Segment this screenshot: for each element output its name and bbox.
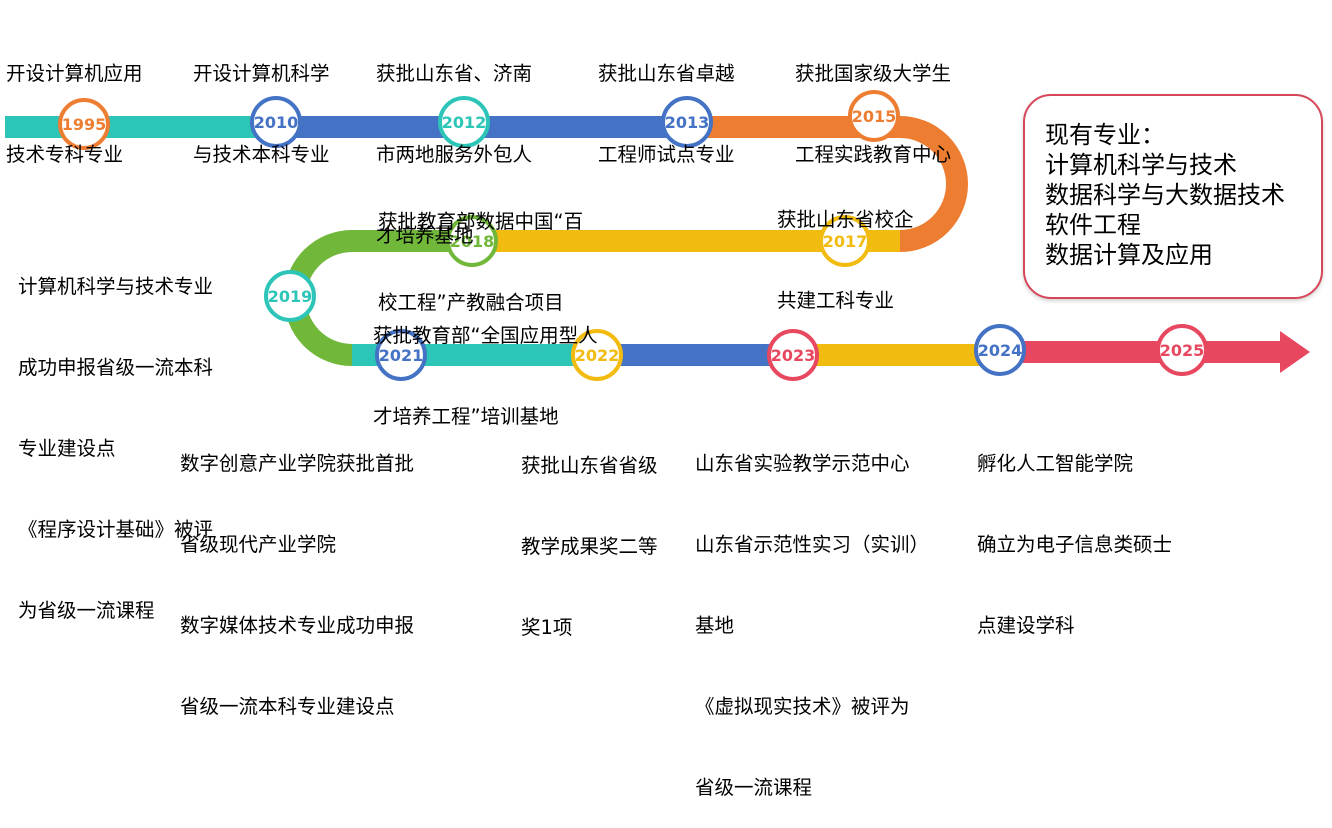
event-line: 基地 [695, 614, 735, 637]
event-line: 获批山东省、济南 [376, 62, 533, 85]
event-line: 获批山东省校企 [777, 208, 914, 231]
track-segment-orange-curve [688, 116, 968, 252]
arrow-head-icon [1280, 331, 1310, 373]
majors-title: 现有专业： [1045, 121, 1165, 149]
event-line: 校工程”产教融合项目 [378, 291, 564, 314]
event-line: 《虚拟现实技术》被评为 [695, 695, 910, 718]
event-line: 才培养工程”培训基地 [373, 405, 559, 428]
event-1995-text: 开设计算机应用 技术专科专业 [6, 6, 143, 195]
event-line: 计算机科学与技术专业 [18, 275, 214, 298]
event-line: 山东省实验教学示范中心 [695, 452, 910, 475]
event-2015-top-text: 获批国家级大学生 工程实践教育中心 [795, 6, 951, 195]
event-line: 确立为电子信息类硕士 [977, 533, 1173, 556]
event-line: 开设计算机科学 [193, 62, 330, 85]
year-2012-marker: 2012 [438, 96, 490, 148]
event-line: 专业建设点 [18, 437, 116, 460]
major-item: 计算机科学与技术 [1045, 151, 1237, 179]
event-line: 与技术本科专业 [193, 143, 330, 166]
event-line: 工程实践教育中心 [795, 143, 952, 166]
current-majors-box: 现有专业： 计算机科学与技术 数据科学与大数据技术 软件工程 数据计算及应用 [1023, 94, 1323, 299]
year-1995-marker: 1995 [58, 98, 110, 150]
event-line: 获批教育部数据中国“百 [378, 210, 584, 233]
event-line: 成功申报省级一流本科 [18, 356, 214, 379]
event-2023-text: 山东省实验教学示范中心 山东省示范性实习（实训） 基地 《虚拟现实技术》被评为 … [695, 396, 929, 828]
year-2022-marker: 2022 [571, 329, 623, 381]
event-2010-text: 开设计算机科学 与技术本科专业 [193, 6, 330, 195]
event-2024-text: 孵化人工智能学院 确立为电子信息类硕士 点建设学科 [977, 396, 1172, 666]
event-line: 获批国家级大学生 [795, 62, 952, 85]
year-2015-marker: 2015 [848, 90, 900, 142]
event-line: 奖1项 [521, 616, 573, 639]
event-2022-text: 获批山东省省级 教学成果奖二等 奖1项 [521, 398, 658, 668]
major-item: 软件工程 [1045, 211, 1141, 239]
event-2015-bottom-text: 获批山东省校企 共建工科专业 [777, 152, 914, 341]
year-2018-marker: 2018 [446, 215, 498, 267]
event-line: 获批山东省卓越 [598, 62, 735, 85]
event-line: 数字创意产业学院获批首批 [180, 452, 415, 475]
event-line: 才培养基地 [376, 224, 474, 247]
year-2023-marker: 2023 [767, 329, 819, 381]
major-item: 数据计算及应用 [1045, 241, 1213, 269]
event-line: 数字媒体技术专业成功申报 [180, 614, 415, 637]
year-2017-marker: 2017 [819, 215, 871, 267]
event-line: 开设计算机应用 [6, 62, 143, 85]
year-2010-marker: 2010 [250, 96, 302, 148]
event-line: 共建工科专业 [777, 289, 895, 312]
event-line: 点建设学科 [977, 614, 1075, 637]
event-line: 省级一流本科专业建设点 [180, 695, 395, 718]
year-2021-marker: 2021 [375, 329, 427, 381]
event-2013-text: 获批山东省卓越 工程师试点专业 [598, 6, 735, 195]
major-item: 数据科学与大数据技术 [1045, 181, 1285, 209]
event-line: 工程师试点专业 [598, 143, 735, 166]
year-2025-marker: 2025 [1156, 324, 1208, 376]
event-line: 获批山东省省级 [521, 454, 658, 477]
event-line: 孵化人工智能学院 [977, 452, 1134, 475]
year-2024-marker: 2024 [974, 324, 1026, 376]
event-line: 省级现代产业学院 [180, 533, 337, 556]
event-line: 教学成果奖二等 [521, 535, 658, 558]
event-line: 获批教育部“全国应用型人 [373, 324, 598, 347]
event-line: 山东省示范性实习（实训） [695, 533, 930, 556]
event-2018-text: 获批教育部“全国应用型人 才培养工程”培训基地 [373, 268, 598, 457]
event-2012-bottom-text: 获批教育部数据中国“百 校工程”产教融合项目 [378, 154, 583, 343]
year-2013-marker: 2013 [661, 96, 713, 148]
event-2012-top-text: 获批山东省、济南 市两地服务外包人 才培养基地 [376, 6, 532, 276]
event-2021-text: 数字创意产业学院获批首批 省级现代产业学院 数字媒体技术专业成功申报 省级一流本… [180, 396, 414, 747]
event-line: 技术专科专业 [6, 143, 124, 166]
event-line: 市两地服务外包人 [376, 143, 533, 166]
event-line: 省级一流课程 [695, 776, 813, 799]
year-2019-marker: 2019 [264, 270, 316, 322]
